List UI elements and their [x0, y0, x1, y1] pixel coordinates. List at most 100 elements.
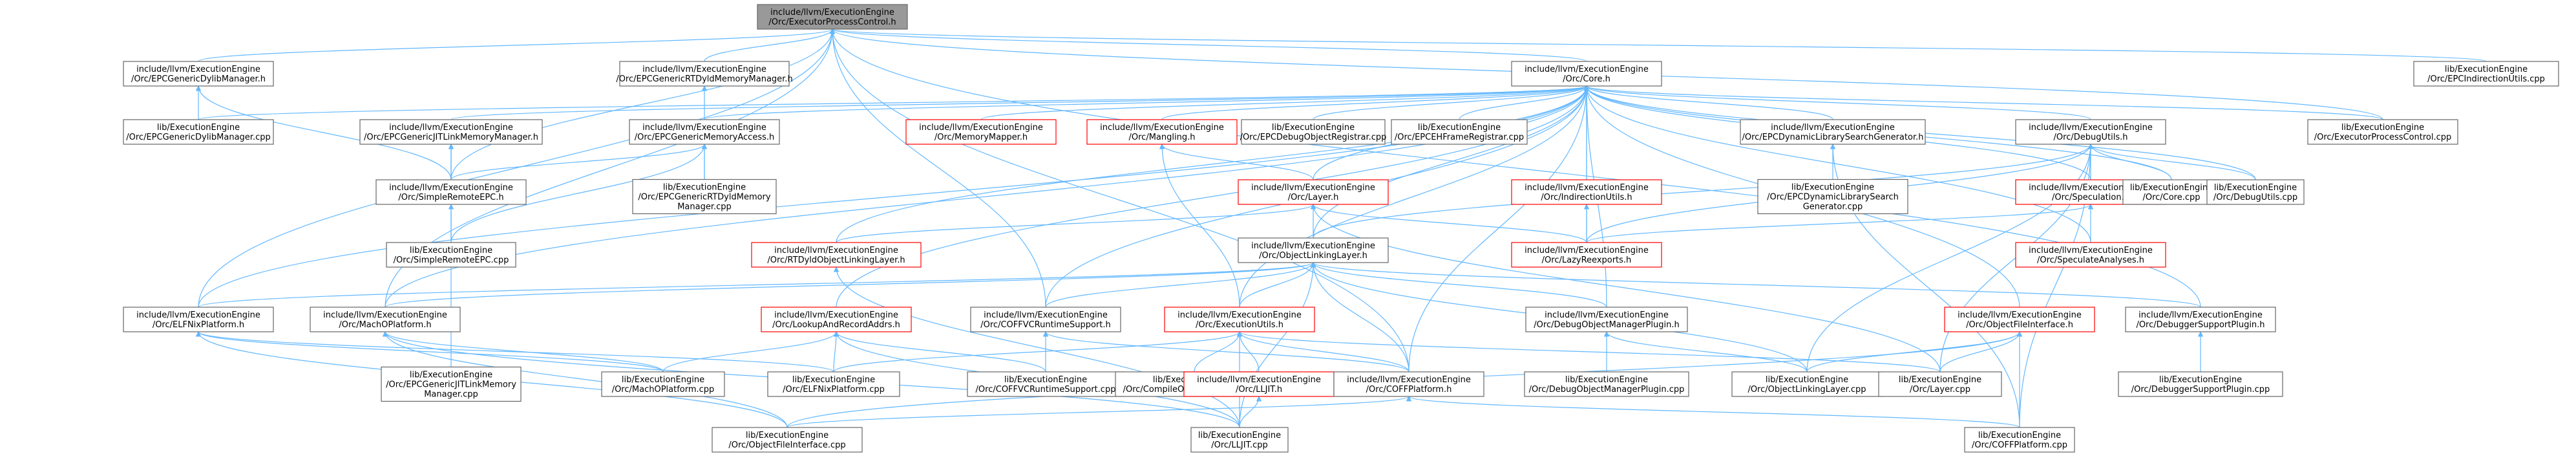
node-box: [1525, 307, 1688, 332]
node-label-line: lib/ExecutionEngine: [1978, 431, 2061, 440]
node-box: [905, 119, 1057, 145]
graph-node[interactable]: include/llvm/ExecutionEngine/Orc/EPCGene…: [616, 61, 793, 87]
dependency-edge: [836, 204, 1316, 243]
root-node[interactable]: include/llvm/ExecutionEngine/Orc/Executo…: [757, 4, 908, 30]
graph-node[interactable]: include/llvm/ExecutionEngine/Orc/LazyRee…: [1511, 242, 1662, 268]
node-label-line: include/llvm/ExecutionEngine: [984, 310, 1108, 320]
graph-node[interactable]: lib/ExecutionEngine/Orc/DebugObjectManag…: [1524, 371, 1689, 397]
dependency-edge: [1161, 85, 1589, 120]
graph-node[interactable]: include/llvm/ExecutionEngine/Orc/ObjectL…: [1238, 237, 1389, 263]
graph-node[interactable]: include/llvm/ExecutionEngine/Orc/EPCGene…: [359, 119, 543, 145]
dependency-edge: [195, 331, 664, 373]
node-box: [2125, 307, 2276, 332]
dependency-edge: [829, 28, 1409, 373]
graph-node[interactable]: lib/ExecutionEngine/Orc/EPCGenericJITLin…: [381, 366, 522, 402]
node-label-line: /Orc/ExecutorProcessControl.cpp: [2314, 133, 2452, 142]
node-box: [386, 242, 516, 268]
graph-node[interactable]: lib/ExecutionEngine/Orc/EPCDynamicLibrar…: [1757, 178, 1908, 215]
node-label-line: /Orc/Core.h: [1563, 74, 1610, 84]
graph-node[interactable]: lib/ExecutionEngine/Orc/DebugUtils.cpp: [2206, 179, 2305, 205]
node-label-line: include/llvm/ExecutionEngine: [2029, 183, 2153, 193]
graph-node[interactable]: include/llvm/ExecutionEngine/Orc/MachOPl…: [310, 307, 461, 332]
graph-node[interactable]: lib/ExecutionEngine/Orc/SimpleRemoteEPC.…: [386, 242, 516, 268]
dependency-edge: [1310, 204, 1941, 373]
graph-node[interactable]: lib/ExecutionEngine/Orc/ExecutorProcessC…: [2307, 119, 2458, 145]
node-label-line: include/llvm/ExecutionEngine: [1100, 123, 1224, 133]
dependency-edge: [1584, 85, 2383, 120]
node-label-line: /Orc/MachOPlatform.h: [339, 320, 431, 330]
dependency-edge: [704, 85, 1589, 120]
graph-node[interactable]: lib/ExecutionEngine/Orc/Core.cpp: [2122, 179, 2221, 205]
graph-node[interactable]: lib/ExecutionEngine/Orc/Layer.cpp: [1878, 371, 2002, 397]
graph-node[interactable]: include/llvm/ExecutionEngine/Orc/Manglin…: [1086, 119, 1238, 145]
dependency-edge: [1586, 204, 2093, 243]
graph-node[interactable]: lib/ExecutionEngine/Orc/COFFPlatform.cpp: [1964, 427, 2075, 453]
node-label-line: include/llvm/ExecutionEngine: [642, 65, 766, 74]
graph-node[interactable]: lib/ExecutionEngine/Orc/EPCGenericRTDyld…: [632, 178, 777, 215]
graph-node[interactable]: include/llvm/ExecutionEngine/Orc/COFFPla…: [1333, 371, 1484, 397]
graph-node[interactable]: include/llvm/ExecutionEngine/Orc/Specula…: [2015, 242, 2166, 268]
graph-node[interactable]: lib/ExecutionEngine/Orc/EPCDebugObjectRe…: [1240, 119, 1387, 145]
graph-node[interactable]: lib/ExecutionEngine/Orc/COFFVCRuntimeSup…: [967, 371, 1124, 397]
dependency-edge: [1239, 262, 1316, 308]
graph-node[interactable]: include/llvm/ExecutionEngine/Orc/EPCGene…: [629, 119, 780, 145]
graph-node[interactable]: lib/ExecutionEngine/Orc/EPCIndirectionUt…: [2413, 61, 2559, 87]
node-label-line: /Orc/DebuggerSupportPlugin.cpp: [2131, 385, 2270, 395]
dependency-edge: [1239, 396, 1262, 428]
dependency-edge: [198, 28, 836, 308]
graph-node[interactable]: include/llvm/ExecutionEngine/Orc/ELFNixP…: [123, 307, 274, 332]
graph-node[interactable]: include/llvm/ExecutionEngine/Orc/DebugUt…: [2015, 119, 2166, 145]
node-label-line: /Orc/EPCGenericMemoryAccess.h: [635, 133, 775, 142]
graph-node[interactable]: include/llvm/ExecutionEngine/Orc/Debugge…: [2125, 307, 2276, 332]
node-label-line: lib/ExecutionEngine: [2130, 183, 2213, 193]
node-box: [757, 4, 908, 30]
graph-node[interactable]: include/llvm/ExecutionEngine/Orc/MemoryM…: [905, 119, 1057, 145]
graph-node[interactable]: include/llvm/ExecutionEngine/Orc/SimpleR…: [375, 179, 527, 205]
graph-node[interactable]: lib/ExecutionEngine/Orc/ObjectLinkingLay…: [1731, 371, 1883, 397]
graph-node[interactable]: include/llvm/ExecutionEngine/Orc/LLJIT.h: [1183, 371, 1335, 397]
node-label-line: include/llvm/ExecutionEngine: [389, 183, 513, 193]
graph-node[interactable]: include/llvm/ExecutionEngine/Orc/ObjectF…: [1944, 307, 2095, 332]
node-label-line: include/llvm/ExecutionEngine: [919, 123, 1043, 133]
node-box: [1511, 179, 1662, 205]
node-label-line: Generator.cpp: [1803, 202, 1863, 212]
node-box: [310, 307, 461, 332]
node-box: [712, 427, 863, 453]
graph-node[interactable]: lib/ExecutionEngine/Orc/MachOPlatform.cp…: [601, 371, 725, 397]
node-label-line: include/llvm/ExecutionEngine: [774, 310, 898, 320]
graph-node[interactable]: lib/ExecutionEngine/Orc/DebuggerSupportP…: [2118, 371, 2283, 397]
node-label-line: /Orc/COFFVCRuntimeSupport.h: [980, 320, 1111, 330]
graph-node[interactable]: include/llvm/ExecutionEngine/Orc/COFFVCR…: [970, 307, 1121, 332]
node-box: [381, 366, 522, 402]
node-label-line: include/llvm/ExecutionEngine: [1545, 310, 1669, 320]
graph-node[interactable]: include/llvm/ExecutionEngine/Orc/Indirec…: [1511, 179, 1662, 205]
graph-node[interactable]: lib/ExecutionEngine/Orc/EPCEHFrameRegist…: [1391, 119, 1528, 145]
node-label-line: /Orc/ELFNixPlatform.cpp: [783, 385, 885, 395]
dependency-edge: [662, 331, 839, 373]
dependency-edge: [1406, 396, 2020, 428]
node-label-line: include/llvm/ExecutionEngine: [770, 8, 894, 17]
dependency-edge: [833, 331, 1046, 373]
graph-node[interactable]: lib/ExecutionEngine/Orc/ELFNixPlatform.c…: [767, 371, 900, 397]
graph-node[interactable]: include/llvm/ExecutionEngine/Orc/EPCDyna…: [1740, 119, 1926, 145]
graph-node[interactable]: include/llvm/ExecutionEngine/Orc/RTDyldO…: [751, 242, 922, 268]
graph-node[interactable]: lib/ExecutionEngine/Orc/LLJIT.cpp: [1190, 427, 1289, 453]
graph-node[interactable]: lib/ExecutionEngine/Orc/ObjectFileInterf…: [712, 427, 863, 453]
node-label-line: Manager.cpp: [677, 202, 732, 212]
graph-node[interactable]: include/llvm/ExecutionEngine/Orc/Layer.h: [1238, 179, 1389, 205]
node-label-line: include/llvm/ExecutionEngine: [323, 310, 447, 320]
node-box: [1238, 179, 1389, 205]
graph-node[interactable]: include/llvm/ExecutionEngine/Orc/EPCGene…: [123, 61, 274, 87]
graph-node[interactable]: lib/ExecutionEngine/Orc/EPCGenericDylibM…: [123, 119, 274, 145]
node-box: [2015, 242, 2166, 268]
graph-node[interactable]: include/llvm/ExecutionEngine/Orc/DebugOb…: [1525, 307, 1688, 332]
dependency-edge: [382, 331, 788, 428]
node-box: [2118, 371, 2283, 397]
node-label-line: /Orc/DebugUtils.h: [2054, 133, 2128, 142]
dependency-edge: [196, 331, 834, 373]
graph-node[interactable]: include/llvm/ExecutionEngine/Orc/Executi…: [1164, 307, 1315, 332]
dependency-edge: [980, 85, 1589, 120]
graph-node[interactable]: include/llvm/ExecutionEngine/Orc/LookupA…: [761, 307, 912, 332]
graph-node[interactable]: include/llvm/ExecutionEngine/Orc/Core.h: [1511, 61, 1662, 87]
node-label-line: /Orc/MemoryMapper.h: [934, 133, 1028, 142]
